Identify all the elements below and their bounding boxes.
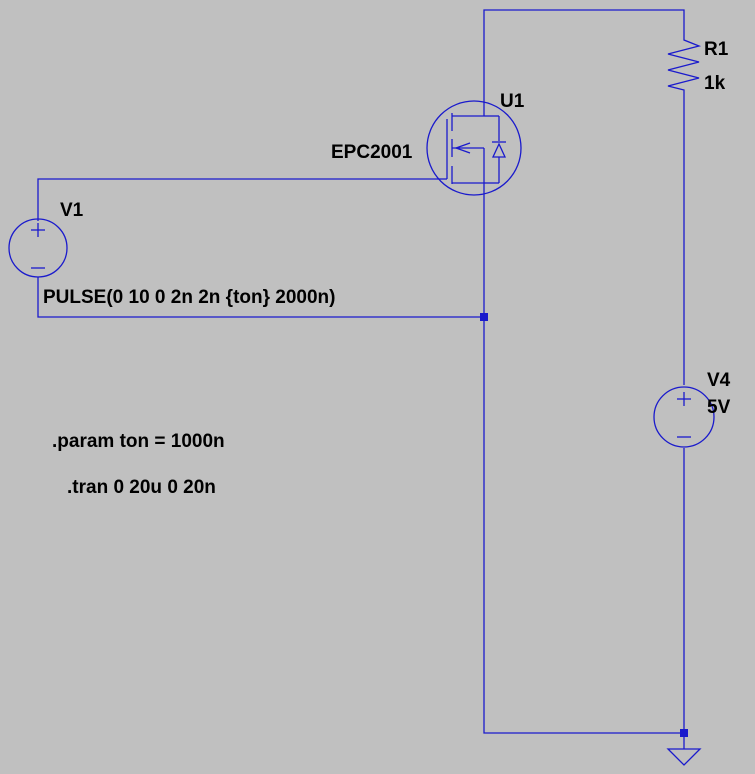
v1-value-label[interactable]: PULSE(0 10 0 2n 2n {ton} 2000n) bbox=[43, 287, 336, 308]
voltage-source-v1[interactable] bbox=[8, 218, 68, 280]
v4-ref-label[interactable]: V4 bbox=[707, 370, 731, 391]
resistor-value-label[interactable]: 1k bbox=[704, 73, 726, 94]
junction-source bbox=[480, 313, 488, 321]
mosfet-ref-label[interactable]: U1 bbox=[500, 91, 525, 112]
wires[interactable] bbox=[37, 9, 685, 734]
mosfet-icon bbox=[426, 100, 522, 196]
resistor-icon bbox=[667, 34, 702, 94]
resistor-ref-label[interactable]: R1 bbox=[704, 39, 729, 60]
resistor-r1[interactable] bbox=[667, 34, 702, 94]
ground-icon[interactable] bbox=[666, 737, 702, 766]
mosfet-u1[interactable] bbox=[426, 100, 522, 196]
wire-top[interactable] bbox=[483, 9, 685, 101]
body-diode-icon bbox=[491, 142, 507, 158]
v1-ref-label[interactable]: V1 bbox=[60, 200, 84, 221]
tran-directive[interactable]: .tran 0 20u 0 20n bbox=[67, 477, 216, 498]
param-directive[interactable]: .param ton = 1000n bbox=[52, 431, 225, 452]
wire-v1-return[interactable] bbox=[37, 280, 484, 318]
wire-bottom[interactable] bbox=[483, 194, 684, 734]
v4-value-label[interactable]: 5V bbox=[707, 397, 731, 418]
voltage-source-icon bbox=[653, 386, 715, 448]
wire-gate[interactable] bbox=[37, 178, 437, 218]
mosfet-model-label[interactable]: EPC2001 bbox=[331, 142, 413, 163]
junction-ground bbox=[680, 729, 688, 737]
voltage-source-v4[interactable] bbox=[653, 386, 715, 448]
